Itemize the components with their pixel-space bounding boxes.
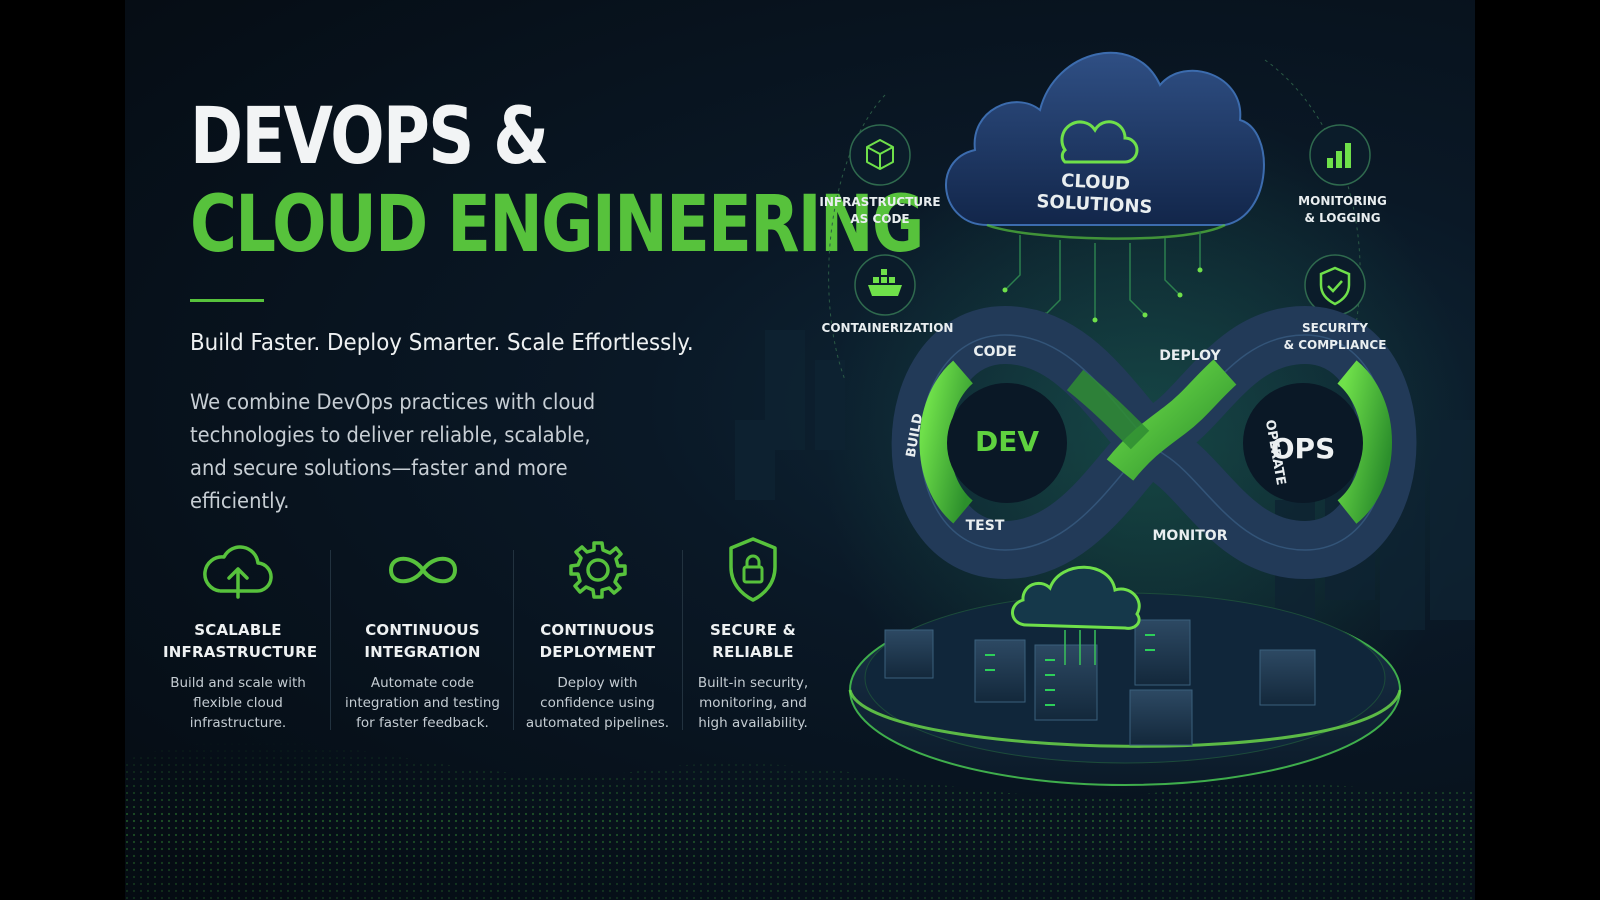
feature-continuous-deployment: CONTINUOUS DEPLOYMENT Deploy with confid… [525,535,670,733]
letterbox-right [1475,0,1600,900]
feature-title-line-2: RELIABLE [712,643,794,661]
headline-line-1: DEVOPS & [190,92,549,182]
feature-title: CONTINUOUS INTEGRATION [345,619,500,663]
monitoring-badge [1309,124,1371,186]
feature-continuous-integration: CONTINUOUS INTEGRATION Automate code int… [345,535,500,733]
security-label-line-2: & COMPLIANCE [1283,338,1387,352]
cloud-upload-icon [203,545,273,599]
monitoring-label: MONITORING & LOGGING [1285,193,1400,227]
feature-secure-reliable: SECURE & RELIABLE Built-in security, mon… [693,535,813,733]
feature-title-line-2: INFRASTRUCTURE [163,643,318,661]
test-label: TEST [965,518,1005,534]
security-badge [1304,254,1366,316]
cloud-solutions-cloud [945,51,1265,240]
iac-label-line-2: AS CODE [850,212,910,226]
description: We combine DevOps practices with cloud t… [190,390,596,513]
feature-title-line-1: SCALABLE [194,621,282,639]
monitoring-label-line-2: & LOGGING [1304,211,1381,225]
divider [682,550,683,730]
iac-label-line-1: INFRASTRUCTURE [819,195,941,209]
devops-cloud-diagram [828,51,1417,786]
letterbox-left [0,0,125,900]
code-label: CODE [973,344,1017,360]
feature-text: Automate code integration and testing fo… [345,675,500,731]
monitoring-label-line-1: MONITORING [1298,194,1387,208]
containerization-label: CONTAINERIZATION [821,321,954,335]
deploy-label: DEPLOY [1159,348,1221,364]
iac-badge [849,124,911,186]
banner: DEVOPS & CLOUD ENGINEERING Build Faster.… [125,0,1475,900]
feature-text: Build and scale with flexible cloud infr… [170,675,306,731]
feature-text: Deploy with confidence using automated p… [525,675,670,731]
feature-title-line-1: SECURE & [710,621,796,639]
monitor-label: MONITOR [1152,528,1228,544]
cloud-solutions-label: CLOUD SOLUTIONS [1004,167,1186,220]
platform-cloud [1011,565,1141,630]
dev-label: DEV [974,425,1040,458]
containerization-badge [854,254,916,316]
tagline: Build Faster. Deploy Smarter. Scale Effo… [190,330,694,356]
security-label-line-1: SECURITY [1302,321,1368,335]
devops-infinity-loop [891,305,1417,580]
feature-title-line-2: INTEGRATION [364,643,481,661]
ops-label: OPS [1270,432,1336,465]
infinity-icon [388,556,457,584]
headline: DEVOPS & CLOUD ENGINEERING [190,92,924,270]
accent-rule [190,299,264,302]
gear-icon [568,541,627,599]
feature-title: CONTINUOUS DEPLOYMENT [525,619,670,663]
servers [884,619,1316,746]
feature-text: Built-in security, monitoring, and high … [697,675,809,731]
feature-title-line-2: DEPLOYMENT [539,643,656,661]
feature-title-line-1: CONTINUOUS [365,621,480,639]
feature-title: SECURE & RELIABLE [693,619,813,663]
feature-title-line-1: CONTINUOUS [540,621,655,639]
security-label: SECURITY & COMPLIANCE [1270,320,1400,354]
feature-title: SCALABLE INFRASTRUCTURE [163,619,318,663]
divider [513,550,514,730]
shield-lock-icon [729,537,777,602]
iac-label: INFRASTRUCTURE AS CODE [815,194,945,228]
headline-line-2: CLOUD ENGINEERING [190,180,924,270]
feature-scalable-infrastructure: SCALABLE INFRASTRUCTURE Build and scale … [163,535,318,733]
divider [330,550,331,730]
